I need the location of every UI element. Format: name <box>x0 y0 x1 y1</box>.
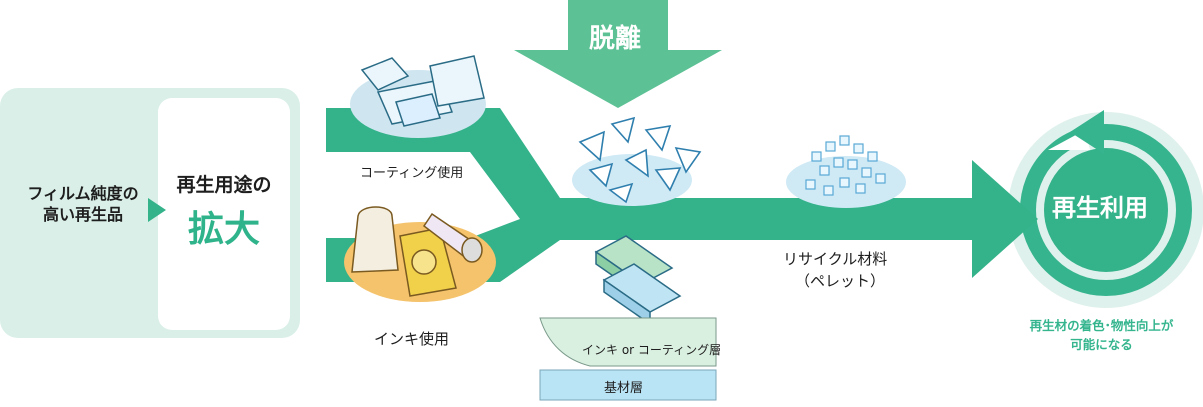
film-purity-line2: 高い再生品 <box>42 205 123 224</box>
recycle-arrow-icon <box>1070 110 1104 154</box>
coating-label: コーティング使用 <box>360 166 464 181</box>
separation-label: 脱離 <box>588 24 641 54</box>
recycle-note-line2: 可能になる <box>1070 337 1133 352</box>
left-arrow-icon <box>148 198 166 222</box>
ink-bags-icon <box>351 206 483 297</box>
layer-structure-icon <box>594 235 682 326</box>
film-purity-text: フィルム純度の 高い再生品 <box>8 183 158 225</box>
pellet-label-line2: （ペレット） <box>795 272 886 290</box>
film-purity-line1: フィルム純度の <box>27 184 139 203</box>
recycle-label: 再生利用 <box>1052 194 1148 222</box>
base-layer-label: 基材層 <box>604 381 644 396</box>
ink-label: インキ使用 <box>374 330 450 348</box>
expansion-box <box>158 98 290 330</box>
recycle-core <box>1044 148 1168 272</box>
base-layer-box <box>539 369 717 401</box>
flow-branches <box>326 108 975 282</box>
flow-arrowhead-icon <box>972 160 1038 278</box>
coating-films-icon <box>360 55 485 127</box>
expand-label: 拡大 <box>187 209 260 250</box>
recycle-note: 再生材の着色･物性向上が 可能になる <box>1000 316 1203 354</box>
pellets-icon <box>805 135 886 196</box>
pellet-label-line1: リサイクル材料 <box>783 250 888 268</box>
ink-coating-layer-label: インキ or コーティング層 <box>582 343 722 357</box>
separation-arrow-icon <box>514 0 722 108</box>
flakes-icon <box>578 116 702 204</box>
ink-layer-box <box>539 317 717 367</box>
use-label: 再生用途の <box>176 174 272 196</box>
recycle-note-line1: 再生材の着色･物性向上が <box>1029 318 1174 333</box>
